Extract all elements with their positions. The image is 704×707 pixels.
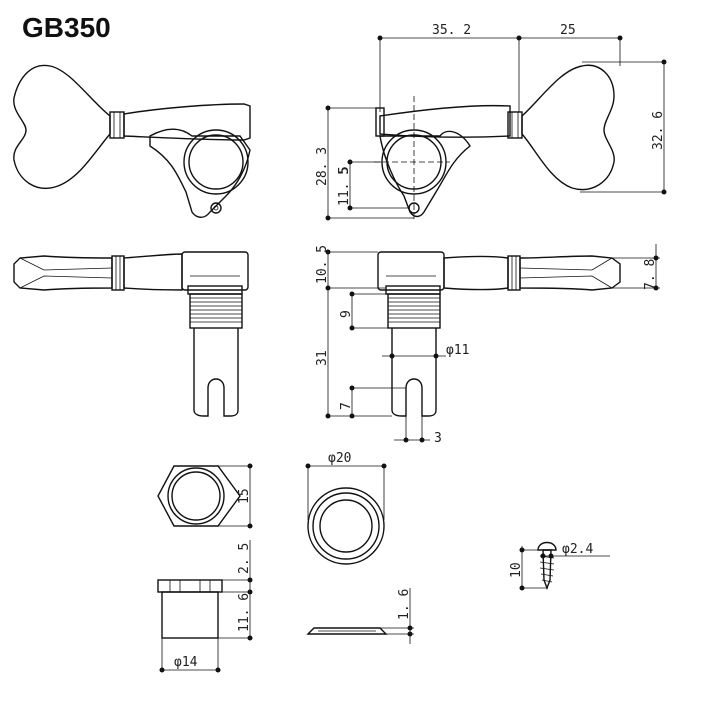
bushing-side: [157, 579, 223, 639]
tuner-side-view-right: [377, 251, 621, 417]
dim-1-6: 1. 6: [397, 589, 412, 620]
dimension-lines-top: 35. 2 25 32. 6 28. 3 11. 5 5: [315, 23, 667, 221]
tuner-side-view-left: [13, 251, 249, 417]
dim-28-3: 28. 3: [315, 147, 330, 186]
dim-3: 3: [434, 431, 442, 446]
model-title: GB350: [22, 12, 111, 43]
dim-phi14: φ14: [174, 655, 198, 670]
dim-11-5: 11. 5: [337, 167, 352, 206]
dim-10-5: 10. 5: [315, 245, 330, 284]
tuner-front-view-right: [374, 64, 615, 220]
dim-5: 5: [337, 166, 352, 174]
dim-11-6: 11. 6: [237, 593, 252, 632]
dim-9: 9: [339, 310, 354, 318]
dim-10: 10: [509, 562, 524, 578]
dim-35-2: 35. 2: [432, 23, 471, 38]
dimension-lines-washer: φ20: [305, 451, 387, 520]
dim-7: 7: [339, 402, 354, 410]
screw: [537, 541, 557, 590]
washer: [307, 487, 385, 565]
dim-31: 31: [315, 350, 330, 366]
dim-32-6: 32. 6: [651, 111, 666, 150]
dim-2-5: 2. 5: [237, 543, 252, 574]
dimension-lines-middle: 10. 5 31 9 φ11 7 3 7. 8: [315, 244, 660, 446]
dim-phi2-4: φ2.4: [562, 542, 593, 557]
dim-15: 15: [237, 488, 252, 504]
dimension-lines-washer-side: 1. 6: [380, 588, 414, 644]
dim-7-8: 7. 8: [643, 259, 658, 290]
dim-25: 25: [560, 23, 576, 38]
hex-nut: [157, 465, 241, 527]
tuner-front-view-left: [13, 64, 251, 218]
dimension-lines-nut: 15: [218, 463, 253, 529]
washer-side: [306, 627, 388, 635]
dimension-lines-bushing: 2. 5 11. 6 φ14: [159, 540, 253, 673]
dimension-lines-screw: 10 φ2.4: [509, 542, 610, 591]
dim-phi20: φ20: [328, 451, 351, 466]
dim-phi11: φ11: [446, 343, 469, 358]
